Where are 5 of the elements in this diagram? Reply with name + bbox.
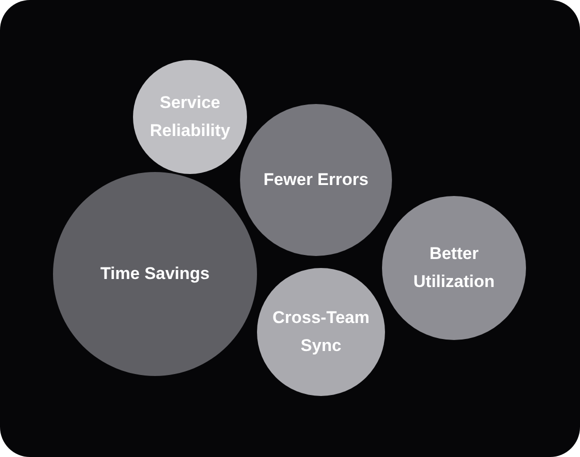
node-label: Service Reliability [148,92,232,142]
node-label: Time Savings [100,263,210,285]
node-label: Fewer Errors [264,169,368,191]
node-label: Better Utilization [412,243,496,293]
node-label: Cross-Team Sync [272,307,370,357]
